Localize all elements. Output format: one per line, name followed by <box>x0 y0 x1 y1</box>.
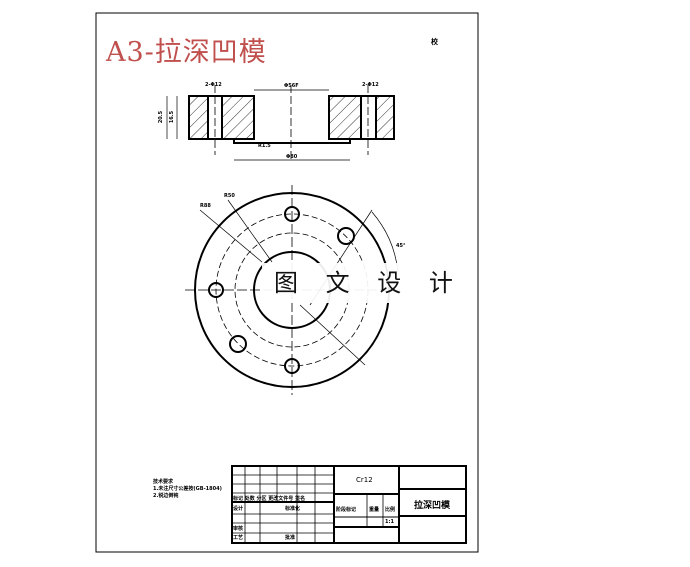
dim-height-inner: 16.5 <box>169 110 176 124</box>
part-name: 拉深凹模 <box>414 501 451 511</box>
title-block <box>231 465 467 544</box>
note-1: 1.未注尺寸公差按(GB-1804) <box>153 486 222 492</box>
label-process: 工艺 <box>233 535 244 541</box>
dim-chamfer: R1.5 <box>258 143 271 149</box>
scale-value: 1:1 <box>385 519 394 525</box>
label-change-doc: 更改文件号 <box>268 496 294 502</box>
dim-radius-a: R88 <box>200 203 211 209</box>
corner-mark: 校 <box>431 38 438 46</box>
note-2: 2.锐边倒钝 <box>153 493 179 499</box>
dim-height-outer: 20.5 <box>158 110 165 124</box>
dim-hole-right: 2-Φ12 <box>362 82 379 88</box>
drawing-title: A3-拉深凹模 <box>106 37 267 68</box>
label-standard: 标准化 <box>285 506 301 512</box>
row-labels: 标记 处数 分区 更改文件号 签名 <box>233 495 305 502</box>
label-stage: 阶段标记 <box>336 507 357 513</box>
label-scale: 比例 <box>385 507 396 513</box>
label-weight: 重量 <box>369 507 380 513</box>
material: Cr12 <box>356 476 373 484</box>
dim-angle: 45° <box>396 243 406 249</box>
label-approve: 批准 <box>285 535 296 541</box>
dim-bore: Φ56F <box>284 83 299 89</box>
label-design: 设计 <box>233 506 244 512</box>
technical-notes: 技术要求 1.未注尺寸公差按(GB-1804) 2.锐边倒钝 <box>153 479 222 500</box>
notes-heading: 技术要求 <box>153 479 174 485</box>
dim-bottom-width: Φ80 <box>286 154 298 160</box>
label-count: 处数 <box>244 496 255 502</box>
label-signature: 签名 <box>295 496 306 502</box>
label-mark: 标记 <box>233 496 244 502</box>
section-view <box>166 85 395 161</box>
label-review: 审核 <box>233 526 244 532</box>
drawing-border <box>95 12 479 553</box>
watermark: 图 文 设 计 <box>262 263 474 303</box>
dim-radius-b: R50 <box>224 193 235 199</box>
dim-hole-left: 2-Φ12 <box>205 82 222 88</box>
label-zone: 分区 <box>256 496 267 502</box>
